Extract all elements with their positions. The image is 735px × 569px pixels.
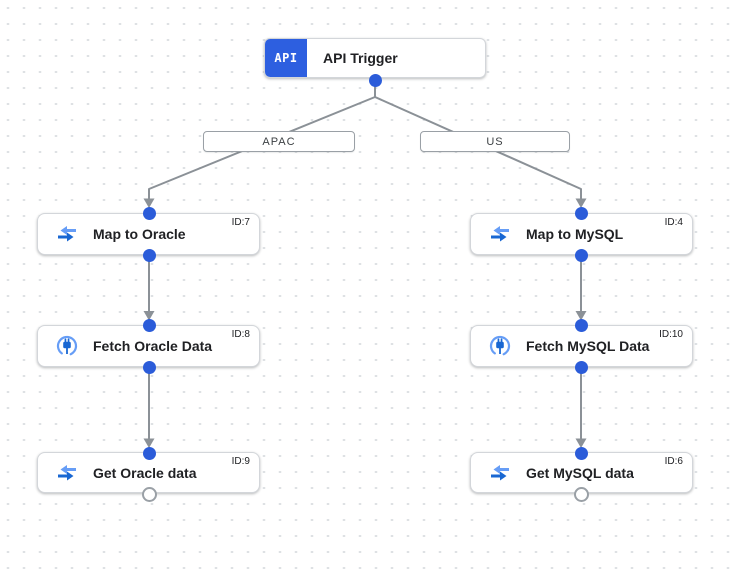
connector-icon <box>55 335 79 357</box>
task-id: ID:7 <box>231 217 250 228</box>
connection-dot-in[interactable] <box>574 206 588 220</box>
api-trigger-node[interactable]: API API Trigger <box>264 38 486 78</box>
connection-dot-in[interactable] <box>142 446 156 460</box>
connection-dot-out[interactable] <box>142 360 156 374</box>
task-label: Get Oracle data <box>93 464 197 481</box>
connection-dot-out[interactable] <box>574 248 588 262</box>
task-node-fetch-mysql-data[interactable]: Fetch MySQL Data ID:10 <box>470 325 693 367</box>
edge-label-us[interactable]: US <box>420 131 570 152</box>
task-id: ID:8 <box>231 329 250 340</box>
connector-icon <box>488 335 512 357</box>
task-id: ID:9 <box>231 456 250 467</box>
task-id: ID:4 <box>664 217 683 228</box>
task-id: ID:10 <box>659 329 683 340</box>
connection-dot-out[interactable] <box>574 360 588 374</box>
edge-label-apac[interactable]: APAC <box>203 131 355 152</box>
task-label: Fetch Oracle Data <box>93 338 213 354</box>
api-badge: API <box>265 39 307 77</box>
data-mapping-icon <box>55 223 79 245</box>
edge-label-text: US <box>486 135 504 148</box>
edge-label-text: APAC <box>262 135 296 148</box>
connection-dot-terminal[interactable] <box>141 486 157 502</box>
connection-dot-in[interactable] <box>574 446 588 460</box>
data-mapping-icon <box>55 462 79 484</box>
connection-dot-out[interactable] <box>142 248 156 262</box>
trigger-label: API Trigger <box>323 50 398 66</box>
task-node-map-to-oracle[interactable]: Map to Oracle ID:7 <box>37 213 260 255</box>
connection-dot-in[interactable] <box>142 206 156 220</box>
task-node-fetch-oracle-data[interactable]: Fetch Oracle Data ID:8 <box>37 325 260 367</box>
data-mapping-icon <box>488 223 512 245</box>
connection-dot-terminal[interactable] <box>573 486 589 502</box>
task-label: Map to MySQL <box>526 226 624 242</box>
connection-dot-in[interactable] <box>142 318 156 332</box>
task-label: Map to Oracle <box>93 226 186 242</box>
task-label: Get MySQL data <box>526 464 634 481</box>
data-mapping-icon <box>488 462 512 484</box>
connection-dot-in[interactable] <box>574 318 588 332</box>
task-label: Fetch MySQL Data <box>526 338 650 354</box>
task-id: ID:6 <box>664 456 683 467</box>
connection-dot-trigger-out[interactable] <box>368 73 382 87</box>
